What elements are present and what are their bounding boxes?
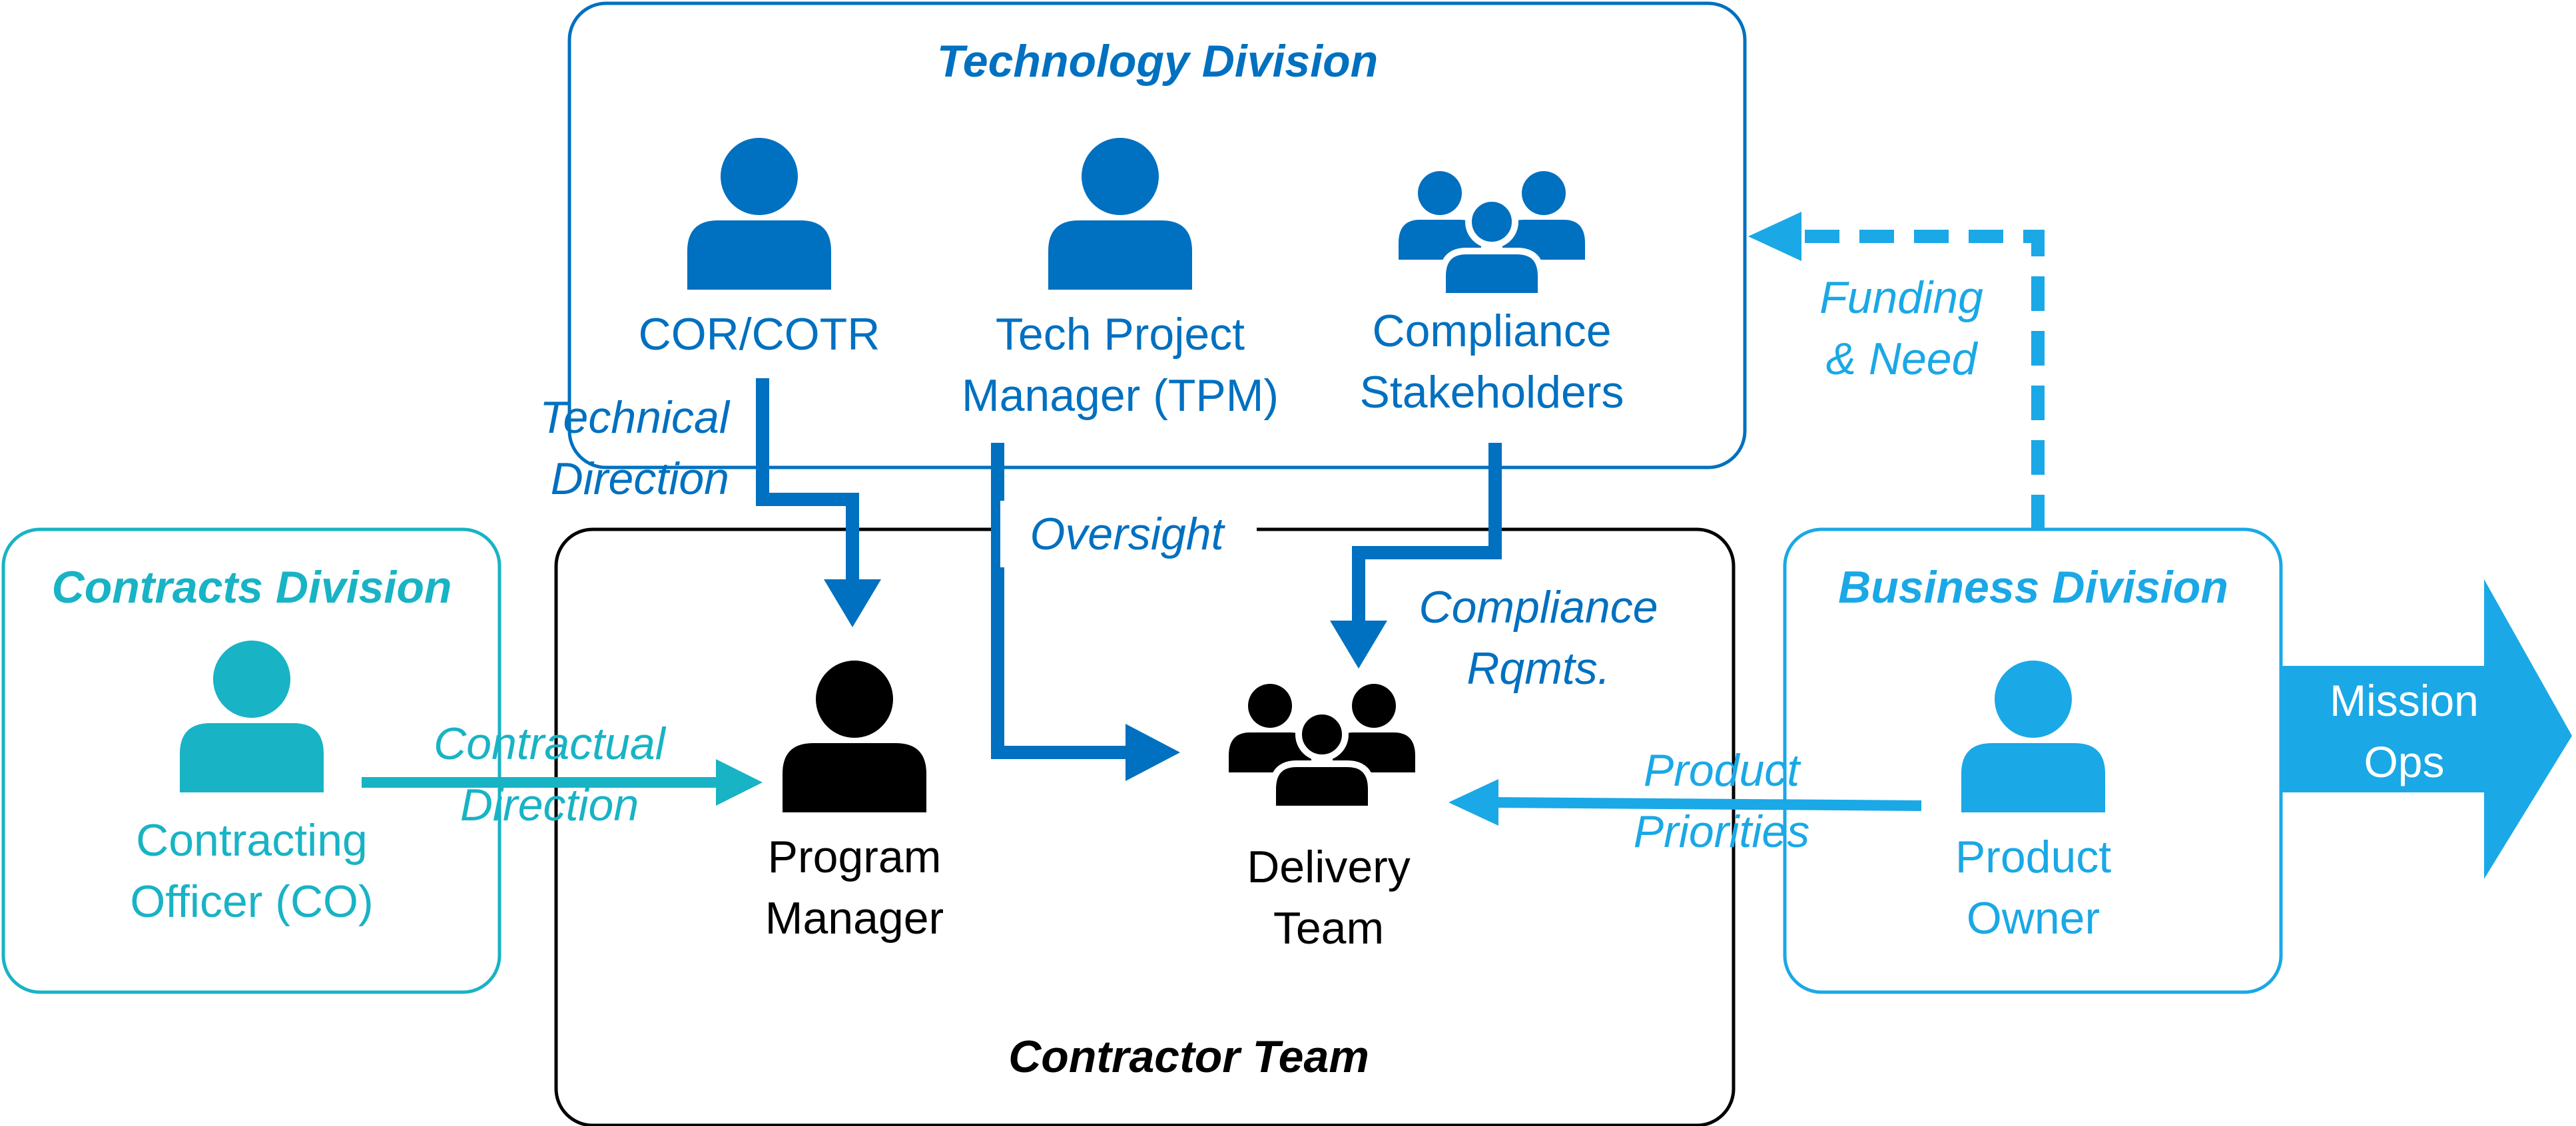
- funding-need-arrowhead: [1748, 212, 1801, 261]
- contractual-direction-label-line-2: Direction: [460, 780, 639, 830]
- oversight-arrowhead: [1126, 724, 1180, 781]
- business-division-title: Business Division: [1838, 562, 2228, 613]
- contractual-direction-label-line-1: Contractual: [434, 718, 667, 769]
- cor-label-line-1: COR/COTR: [639, 309, 880, 360]
- compliance-rqmts-label-line-2: Rqmts.: [1466, 643, 1610, 694]
- technical-direction-connector: [756, 378, 859, 585]
- technical-direction-label-line-1: Technical: [539, 392, 731, 443]
- pm-person-icon: [783, 661, 926, 812]
- compliance-label-line-1: Compliance: [1372, 306, 1611, 356]
- product-priorities-label-line-2: Priorities: [1634, 806, 1810, 857]
- oversight-label: Oversight: [1030, 509, 1226, 559]
- compliance-rqmts-label-line-1: Compliance: [1419, 582, 1658, 633]
- delivery-label-line-1: Delivery: [1247, 842, 1411, 892]
- compliance-rqmts-connector: [1352, 443, 1502, 626]
- funding-need-label-line-1: Funding: [1819, 272, 1983, 323]
- compliance-group-icon: [1399, 171, 1585, 296]
- product-priorities-arrowhead: [1449, 779, 1498, 826]
- technical-direction-arrowhead: [824, 579, 881, 627]
- product-priorities-connector: [1491, 797, 1922, 811]
- delivery-label-line-2: Team: [1273, 903, 1384, 954]
- compliance-rqmts-arrowhead: [1330, 621, 1387, 669]
- contractor-team-title: Contractor Team: [1008, 1031, 1369, 1082]
- product-priorities-label-line-1: Product: [1644, 745, 1801, 796]
- po-label-line-2: Owner: [1967, 893, 2100, 944]
- mission-ops-label-line-2: Ops: [2364, 737, 2444, 786]
- pm-label-line-2: Manager: [765, 893, 944, 944]
- tpm-person-icon: [1048, 138, 1192, 290]
- funding-need-label-line-2: & Need: [1826, 334, 1979, 384]
- delivery-group-icon: [1229, 684, 1415, 809]
- po-label-line-1: Product: [1955, 832, 2111, 882]
- co-person-icon: [180, 641, 324, 792]
- funding-need-connector: [1798, 230, 2045, 529]
- compliance-label-line-2: Stakeholders: [1360, 367, 1624, 418]
- contractual-direction-arrowhead: [716, 759, 763, 806]
- mission-ops-label-line-1: Mission: [2330, 676, 2479, 725]
- oversight-connector: [991, 443, 1132, 759]
- cor-person-icon: [687, 138, 831, 290]
- co-label-line-1: Contracting: [136, 815, 368, 866]
- tpm-label-line-2: Manager (TPM): [962, 370, 1279, 421]
- tpm-label-line-1: Tech Project: [996, 309, 1245, 360]
- contracts-division-box: [1, 527, 501, 994]
- po-person-icon: [1961, 661, 2105, 812]
- co-label-line-2: Officer (CO): [130, 876, 373, 927]
- pm-label-line-1: Program: [768, 832, 942, 882]
- technology-division-box: [567, 1, 1747, 469]
- technology-division-title: Technology Division: [937, 36, 1378, 87]
- funding-need-label: Funding & Need: [1819, 272, 1983, 384]
- technical-direction-label-line-2: Direction: [551, 453, 729, 504]
- contracts-division-title: Contracts Division: [52, 562, 452, 613]
- cor-label: COR/COTR: [639, 309, 880, 360]
- oversight-label-line-1: Oversight: [1030, 509, 1226, 559]
- mission-ops-arrow: [2281, 579, 2572, 879]
